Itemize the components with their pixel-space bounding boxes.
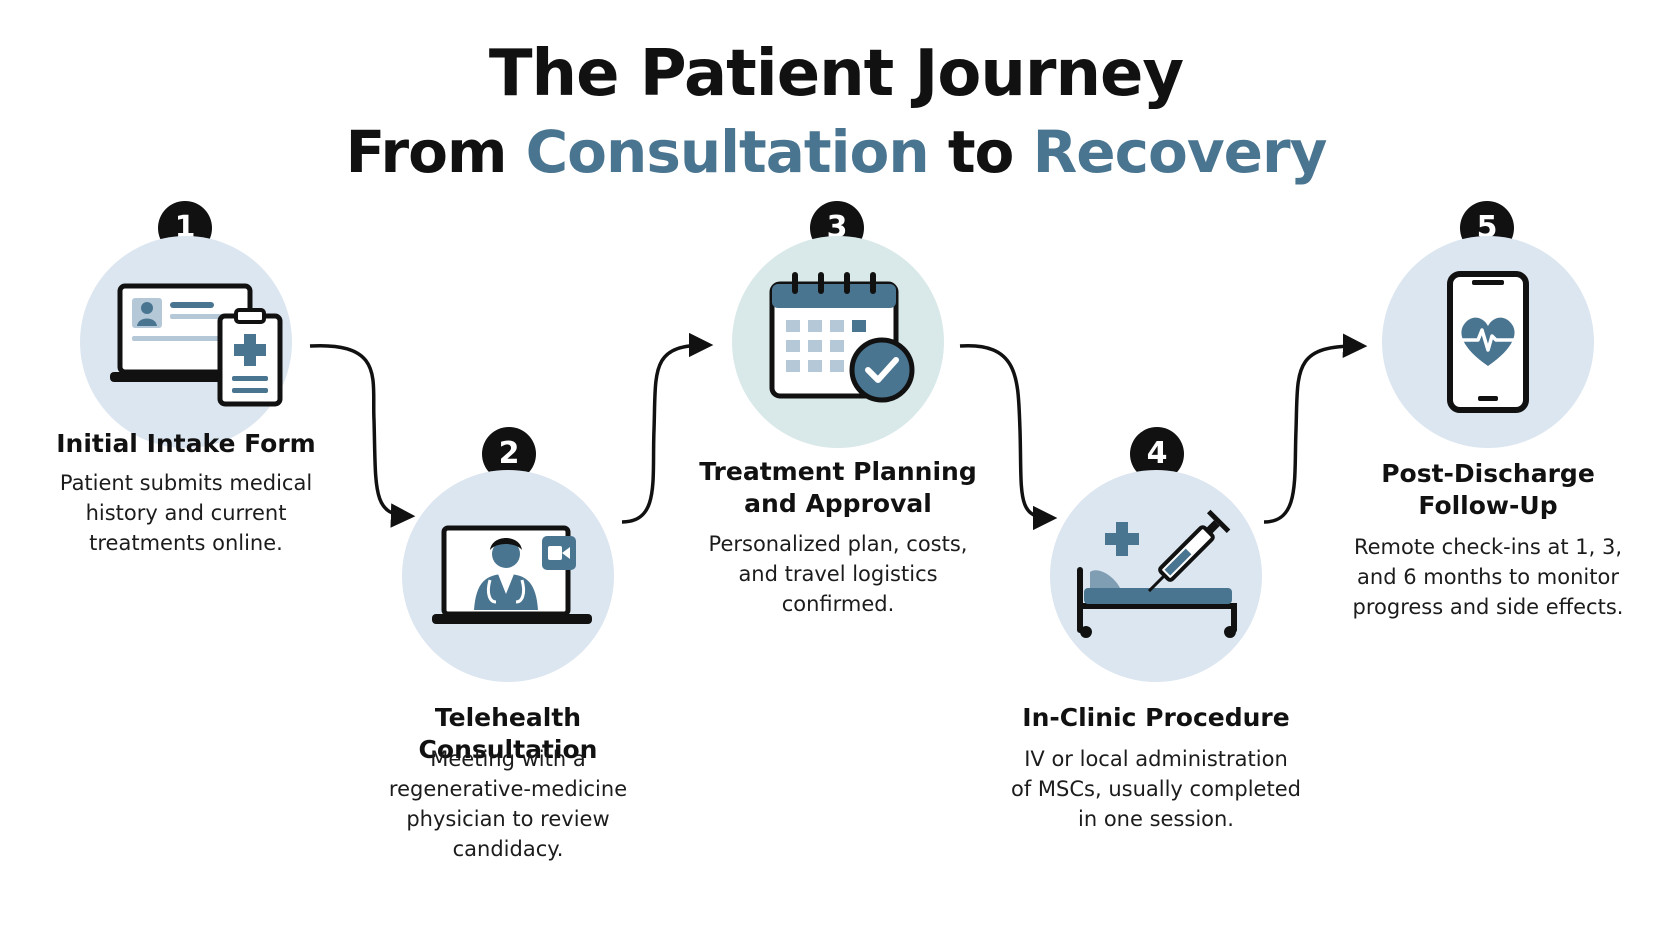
arrow-2-to-3 [621, 332, 714, 524]
step-1-desc: Patient submits medical history and curr… [59, 471, 313, 555]
step-4-circle [1050, 470, 1262, 682]
calendar-check-icon [769, 272, 915, 403]
hospital-bed-syringe-icon [1077, 509, 1237, 638]
page-title: The Patient Journey [488, 37, 1184, 111]
subtitle-to: to [947, 118, 1015, 186]
step-1-circle [80, 236, 292, 448]
arrow-1-to-2 [309, 344, 416, 528]
subtitle-from: From [345, 118, 508, 186]
step-4-title: In-Clinic Procedure [1022, 703, 1290, 732]
step-3-desc: Personalized plan, costs, and travel log… [708, 532, 968, 616]
step-5-desc: Remote check-ins at 1, 3, and 6 months t… [1352, 535, 1624, 619]
step-2-circle [402, 470, 614, 682]
page-subtitle: From Consultation to Recovery [0, 112, 1672, 192]
video-call-doctor-icon [432, 525, 592, 624]
laptop-clipboard-icon [110, 283, 283, 407]
step-3-title: Treatment Planning and Approval [699, 457, 977, 518]
step-2-title: Telehealth Consultation [418, 703, 598, 764]
arrow-4-to-5 [1263, 333, 1368, 524]
step-3-circle [732, 236, 944, 448]
subtitle-consultation: Consultation [525, 118, 930, 186]
step-5-circle [1382, 236, 1594, 448]
step-1-title: Initial Intake Form [56, 429, 316, 458]
subtitle-recovery: Recovery [1032, 118, 1328, 186]
step-2-desc: Meeting with a regenerative-medicine phy… [388, 747, 628, 861]
phone-heartbeat-icon [1447, 271, 1529, 413]
step-4-desc: IV or local administration of MSCs, usua… [1011, 747, 1301, 831]
arrow-3-to-4 [959, 344, 1058, 531]
step-5-title: Post-Discharge Follow-Up [1381, 459, 1595, 520]
